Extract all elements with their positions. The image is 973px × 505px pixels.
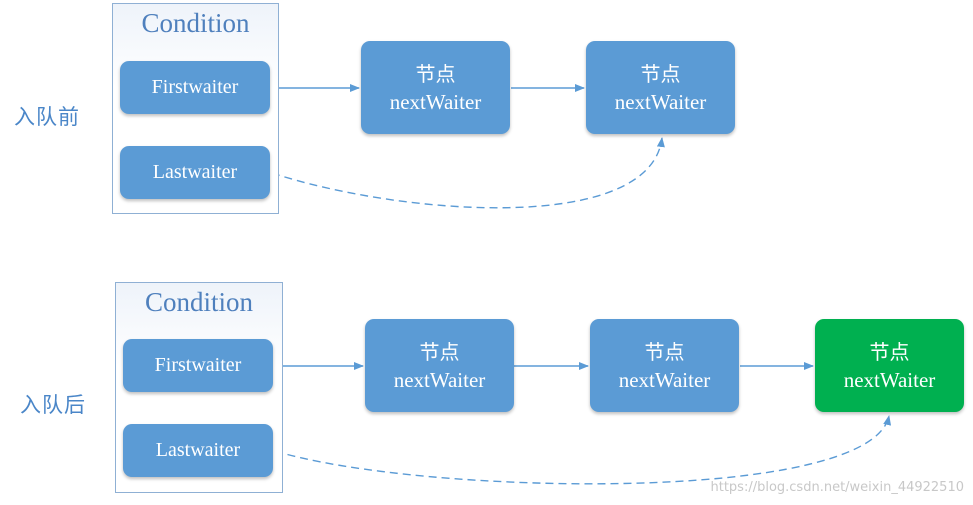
node-2-after: 节点 nextWaiter (590, 319, 739, 412)
dashed-arrow-lastwaiter-to-tail-before (271, 137, 665, 209)
firstwaiter-after: Firstwaiter (123, 339, 273, 392)
node-label: 节点 (640, 61, 681, 86)
lastwaiter-before: Lastwaiter (120, 146, 270, 199)
lastwaiter-after: Lastwaiter (123, 424, 273, 477)
node-label: 节点 (644, 339, 685, 364)
before-label: 入队前 (14, 105, 80, 129)
node-label: 节点 (869, 339, 910, 364)
node-1-before: 节点 nextWaiter (361, 41, 510, 134)
node-field: nextWaiter (618, 367, 711, 392)
node-field: nextWaiter (389, 89, 482, 114)
node-label: 节点 (415, 61, 456, 86)
node-label: 节点 (419, 339, 460, 364)
condition-title-before: Condition (141, 8, 250, 38)
node-3-after-new: 节点 nextWaiter (815, 319, 964, 412)
dashed-arrow-lastwaiter-to-tail-after (274, 415, 891, 485)
condition-title-after: Condition (144, 287, 253, 317)
node-field: nextWaiter (843, 367, 936, 392)
node-2-before: 节点 nextWaiter (586, 41, 735, 134)
watermark: https://blog.csdn.net/weixin_44922510 (710, 480, 964, 495)
node-field: nextWaiter (393, 367, 486, 392)
after-label: 入队后 (20, 393, 86, 417)
firstwaiter-before: Firstwaiter (120, 61, 270, 114)
node-1-after: 节点 nextWaiter (365, 319, 514, 412)
node-field: nextWaiter (614, 89, 707, 114)
